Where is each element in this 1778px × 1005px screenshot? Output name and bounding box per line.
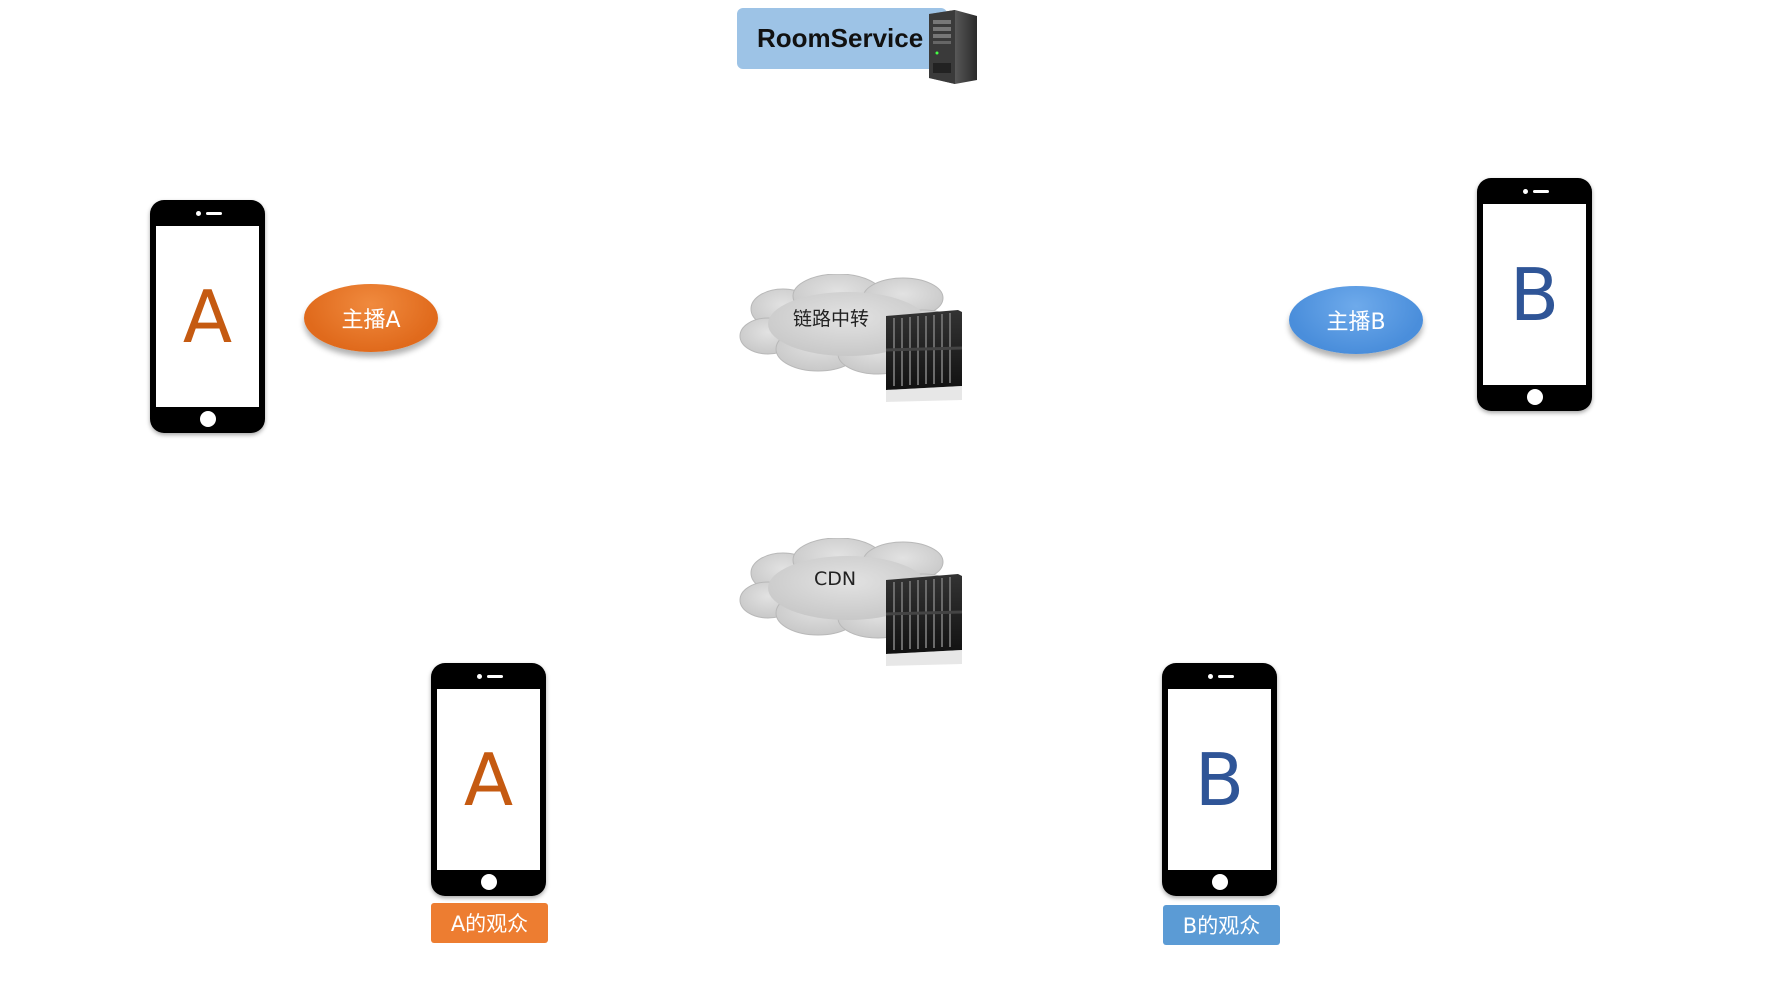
audience-a-text: A的观众 (451, 908, 528, 938)
home-button-icon (200, 411, 216, 427)
server-rack-icon (876, 310, 966, 402)
anchor-b-ellipse: 主播B (1289, 286, 1423, 354)
audience-a-label: A的观众 (431, 903, 548, 943)
phone-screen: B (1483, 204, 1586, 385)
server-tower-icon (925, 8, 981, 84)
camera-icon (477, 674, 482, 679)
anchor-a-ellipse: 主播A (304, 284, 438, 352)
camera-icon (196, 211, 201, 216)
phone-letter: A (183, 275, 232, 359)
home-button-icon (1527, 389, 1543, 405)
relay-node: 链路中转 (738, 274, 968, 394)
home-button-icon (1212, 874, 1228, 890)
phone-letter: B (1195, 738, 1244, 822)
home-button-icon (481, 874, 497, 890)
camera-icon (1523, 189, 1528, 194)
phone-anchor-b: B (1477, 178, 1592, 411)
speaker-icon (1533, 190, 1549, 193)
anchor-a-label: 主播A (341, 302, 400, 334)
camera-icon (1208, 674, 1213, 679)
phone-screen: A (437, 689, 540, 870)
phone-screen: A (156, 226, 259, 407)
relay-label: 链路中转 (793, 304, 869, 331)
phone-screen: B (1168, 689, 1271, 870)
server-rack-icon (876, 574, 966, 666)
phone-letter: B (1510, 253, 1559, 337)
room-service-text: RoomService (757, 23, 923, 54)
phone-letter: A (464, 738, 513, 822)
phone-audience-b: B (1162, 663, 1277, 896)
speaker-icon (1218, 675, 1234, 678)
anchor-b-label: 主播B (1326, 304, 1385, 336)
speaker-icon (206, 212, 222, 215)
audience-b-label: B的观众 (1163, 905, 1280, 945)
phone-anchor-a: A (150, 200, 265, 433)
phone-audience-a: A (431, 663, 546, 896)
cdn-node: CDN (738, 538, 968, 658)
cdn-label: CDN (814, 568, 856, 590)
audience-b-text: B的观众 (1183, 910, 1260, 940)
room-service-label: RoomService (737, 8, 947, 69)
speaker-icon (487, 675, 503, 678)
